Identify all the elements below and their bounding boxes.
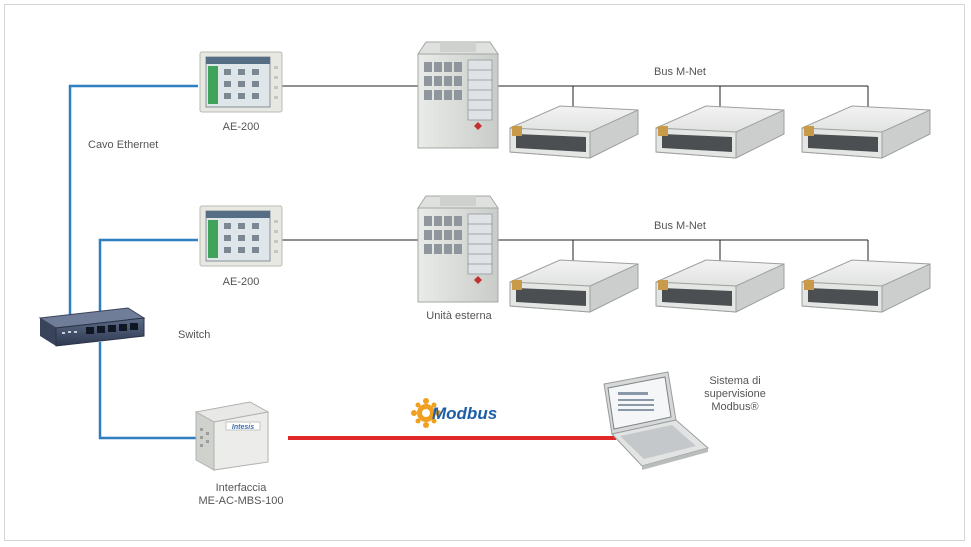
ducted-indoor-unit-icon	[509, 105, 639, 159]
ae200-label: AE-200	[222, 276, 260, 288]
m-net-bus-lines	[282, 85, 869, 264]
intesis-logo: Intesis	[232, 424, 254, 431]
laptop-icon	[603, 371, 710, 470]
outdoor-unit-icon	[417, 195, 499, 303]
ducted-indoor-unit-icon	[509, 259, 639, 313]
ducted-indoor-unit-icon	[801, 259, 931, 313]
ae200-label: AE-200	[222, 121, 260, 133]
ethernet-cable	[68, 84, 198, 440]
diagram-frame	[4, 4, 965, 541]
gateway-label-line-1: Interfaccia	[215, 482, 267, 494]
outdoor-unit-label: Unità esterna	[426, 310, 492, 322]
ducted-indoor-unit-icon	[655, 105, 785, 159]
gateway-label: Interfaccia ME-AC-MBS-100	[186, 482, 296, 508]
outdoor-unit-icon	[417, 41, 499, 149]
gateway-label-line-2: ME-AC-MBS-100	[198, 495, 284, 507]
bus-m-net-label: Bus M-Net	[654, 66, 706, 78]
switch-label: Switch	[178, 329, 211, 341]
network-switch-icon	[38, 307, 146, 347]
supervision-label-line-3: Modbus®	[711, 401, 759, 413]
ae200-touch-panel-icon	[199, 205, 283, 267]
ethernet-cable-label: Cavo Ethernet	[88, 139, 159, 151]
bus-m-net-label: Bus M-Net	[654, 220, 706, 232]
supervision-label-line-2: supervisione	[704, 388, 766, 400]
ducted-indoor-unit-icon	[801, 105, 931, 159]
supervision-system-label: Sistema di supervisione Modbus®	[690, 375, 780, 414]
modbus-logo-icon	[411, 398, 441, 428]
supervision-label-line-1: Sistema di	[709, 375, 761, 387]
ae200-touch-panel-icon	[199, 51, 283, 113]
modbus-logo: Modbus	[432, 404, 497, 423]
ducted-indoor-unit-icon	[655, 259, 785, 313]
gateway-icon	[194, 401, 270, 471]
